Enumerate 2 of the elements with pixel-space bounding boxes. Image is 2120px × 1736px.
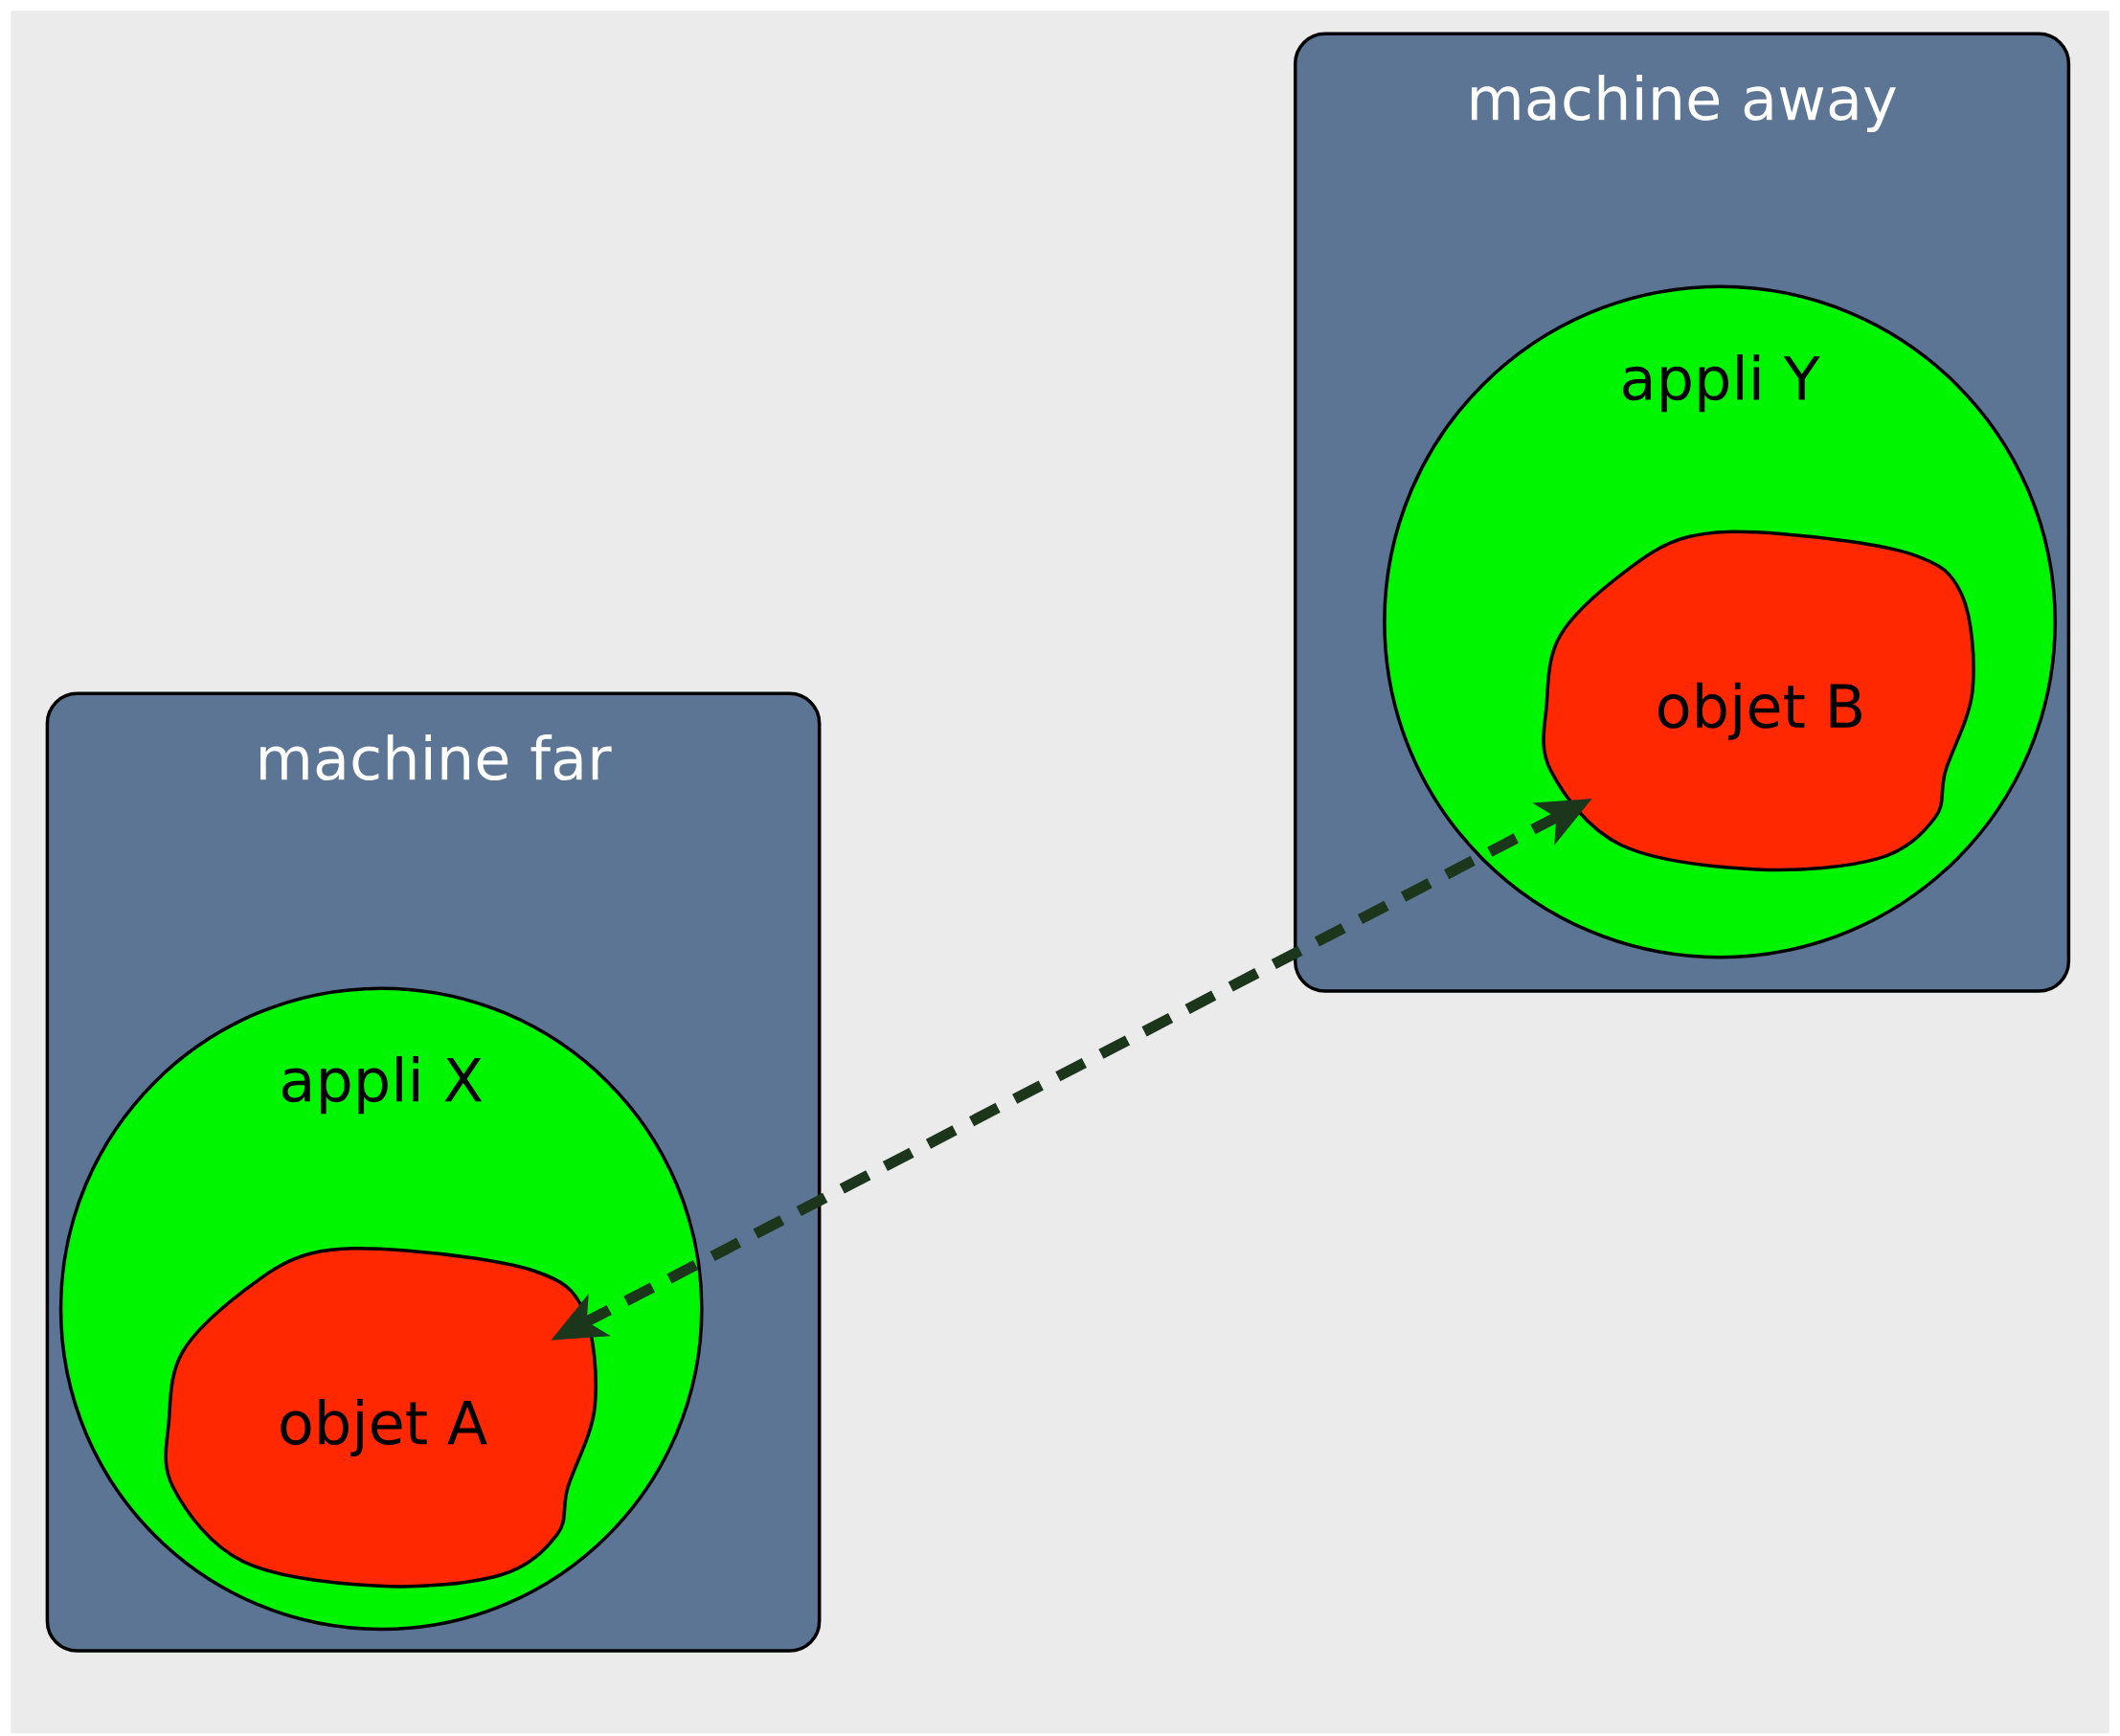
object-blob: objet B — [1542, 530, 1975, 872]
object-blob: objet A — [164, 1246, 598, 1589]
